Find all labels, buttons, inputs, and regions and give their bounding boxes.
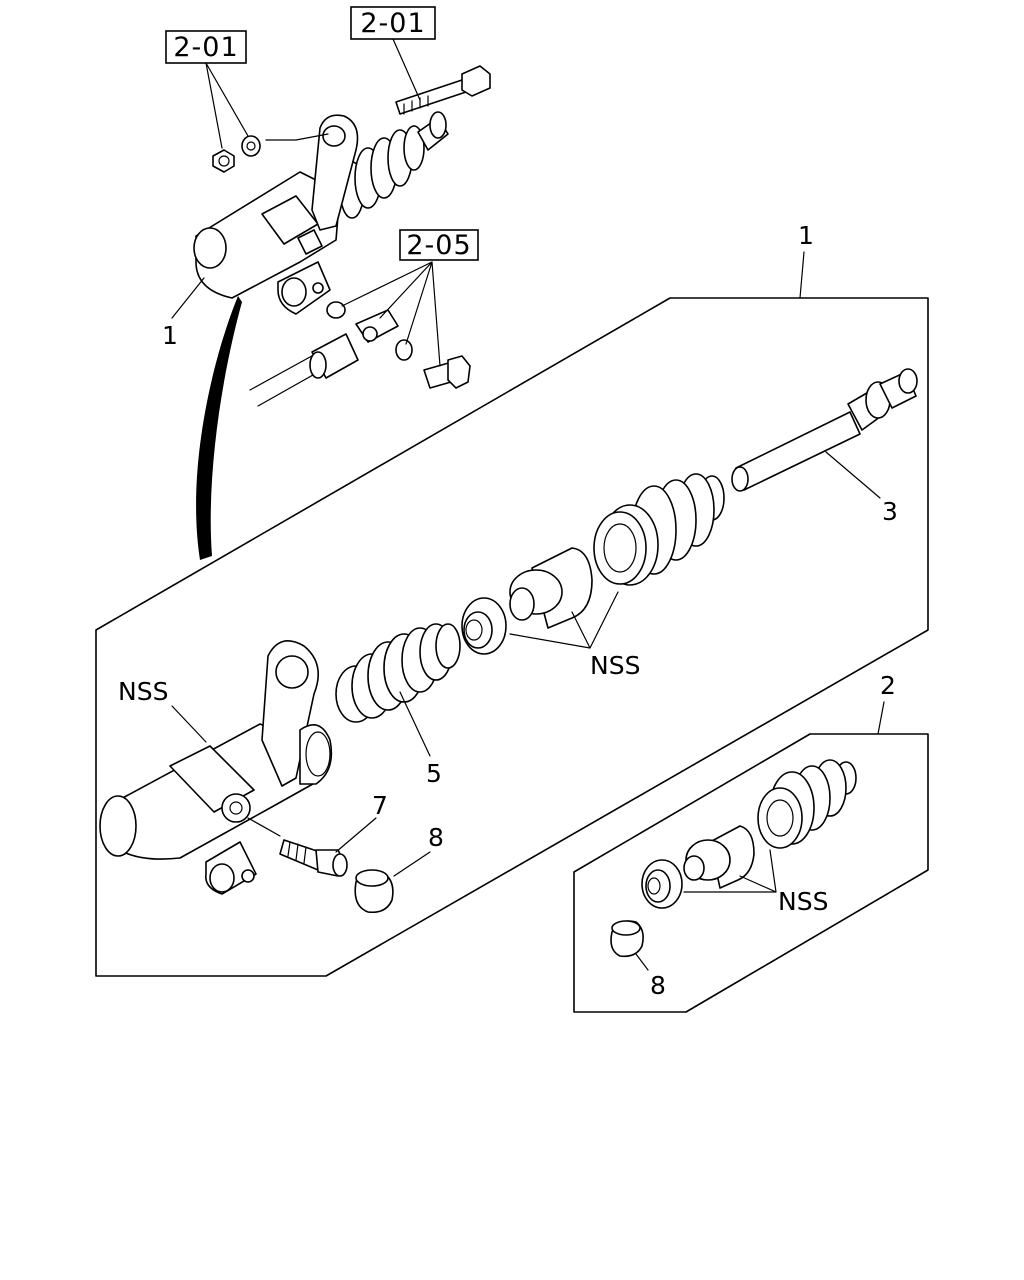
reference-box-2-05: 2-05	[399, 229, 479, 261]
installed-cylinder-view	[193, 111, 449, 315]
installed-spring	[339, 125, 425, 219]
callout-1-assembly: 1	[798, 221, 814, 250]
piston-seal	[461, 597, 507, 655]
assembly-indicator-arrow	[196, 296, 242, 560]
assembly-1-frame	[95, 297, 929, 977]
nss-main-internals: NSS	[590, 651, 640, 680]
reference-box-2-01-right: 2-01	[350, 6, 436, 40]
hydraulic-line	[249, 301, 471, 407]
reference-box-2-01-left: 2-01	[165, 30, 247, 64]
mounting-bolt	[395, 65, 491, 115]
part-3-pushrod	[731, 368, 918, 492]
callout-7: 7	[372, 791, 388, 820]
ref-2-05-label: 2-05	[406, 230, 471, 261]
part-5-spring	[335, 623, 461, 723]
ref-2-01-right-label: 2-01	[360, 8, 425, 39]
callout-3: 3	[882, 497, 898, 526]
repair-kit-2-frame	[573, 733, 929, 1013]
kit-piston	[683, 825, 755, 889]
part-8-bleeder-cap-main	[354, 869, 394, 914]
callout-1-installed: 1	[162, 321, 178, 350]
nss-kit-internals: NSS	[778, 887, 828, 916]
ref-2-01-left-label: 2-01	[173, 32, 238, 63]
callout-2-kit: 2	[880, 671, 896, 700]
piston	[509, 547, 593, 629]
cylinder-body	[99, 640, 333, 895]
mounting-nut-washer	[212, 135, 261, 173]
nss-main-body: NSS	[118, 677, 168, 706]
part-8-bleeder-cap-kit	[610, 920, 644, 958]
callout-5: 5	[426, 759, 442, 788]
kit-boot	[757, 759, 857, 849]
dust-boot	[593, 473, 725, 586]
callout-8-kit: 8	[650, 971, 666, 1000]
part-7-bleeder-screw	[279, 839, 348, 877]
kit-piston-seal	[641, 859, 683, 909]
callout-8-main: 8	[428, 823, 444, 852]
